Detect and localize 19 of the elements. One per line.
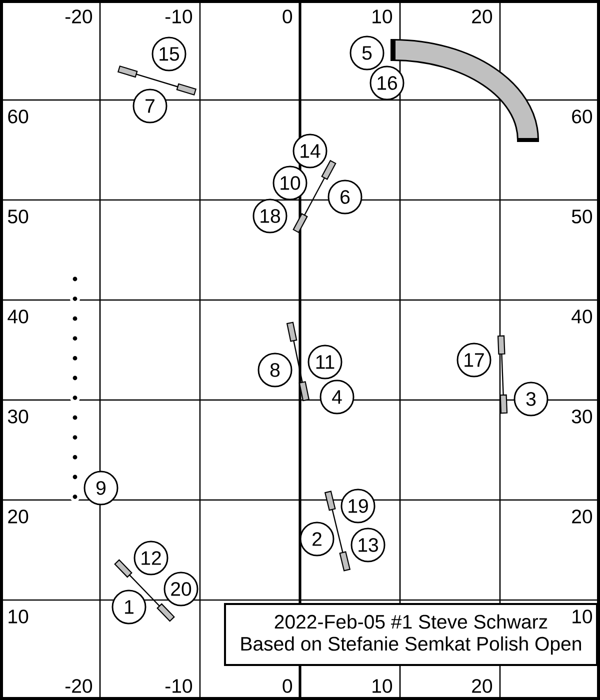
grid-label: 50	[8, 210, 28, 224]
grid-label: 20	[472, 10, 492, 24]
grid-label: 0	[282, 10, 292, 24]
grid-label: 50	[572, 210, 592, 224]
grid-label: 30	[572, 410, 592, 424]
grid-label: 10	[372, 10, 392, 24]
grid-label: 60	[8, 110, 28, 124]
grid-label: 40	[8, 310, 28, 324]
grid-label: 20	[8, 510, 28, 524]
grid-label: -20	[65, 679, 92, 693]
grid-label: 60	[572, 110, 592, 124]
grid-label: -10	[165, 10, 192, 24]
grid-label: -20	[65, 10, 92, 24]
grid-label: 20	[572, 510, 592, 524]
grid-label: 40	[572, 310, 592, 324]
grid-label: 10	[8, 610, 28, 624]
grid-label: -10	[165, 679, 192, 693]
grid-label: 10	[572, 610, 592, 624]
grid-label: 30	[8, 410, 28, 424]
